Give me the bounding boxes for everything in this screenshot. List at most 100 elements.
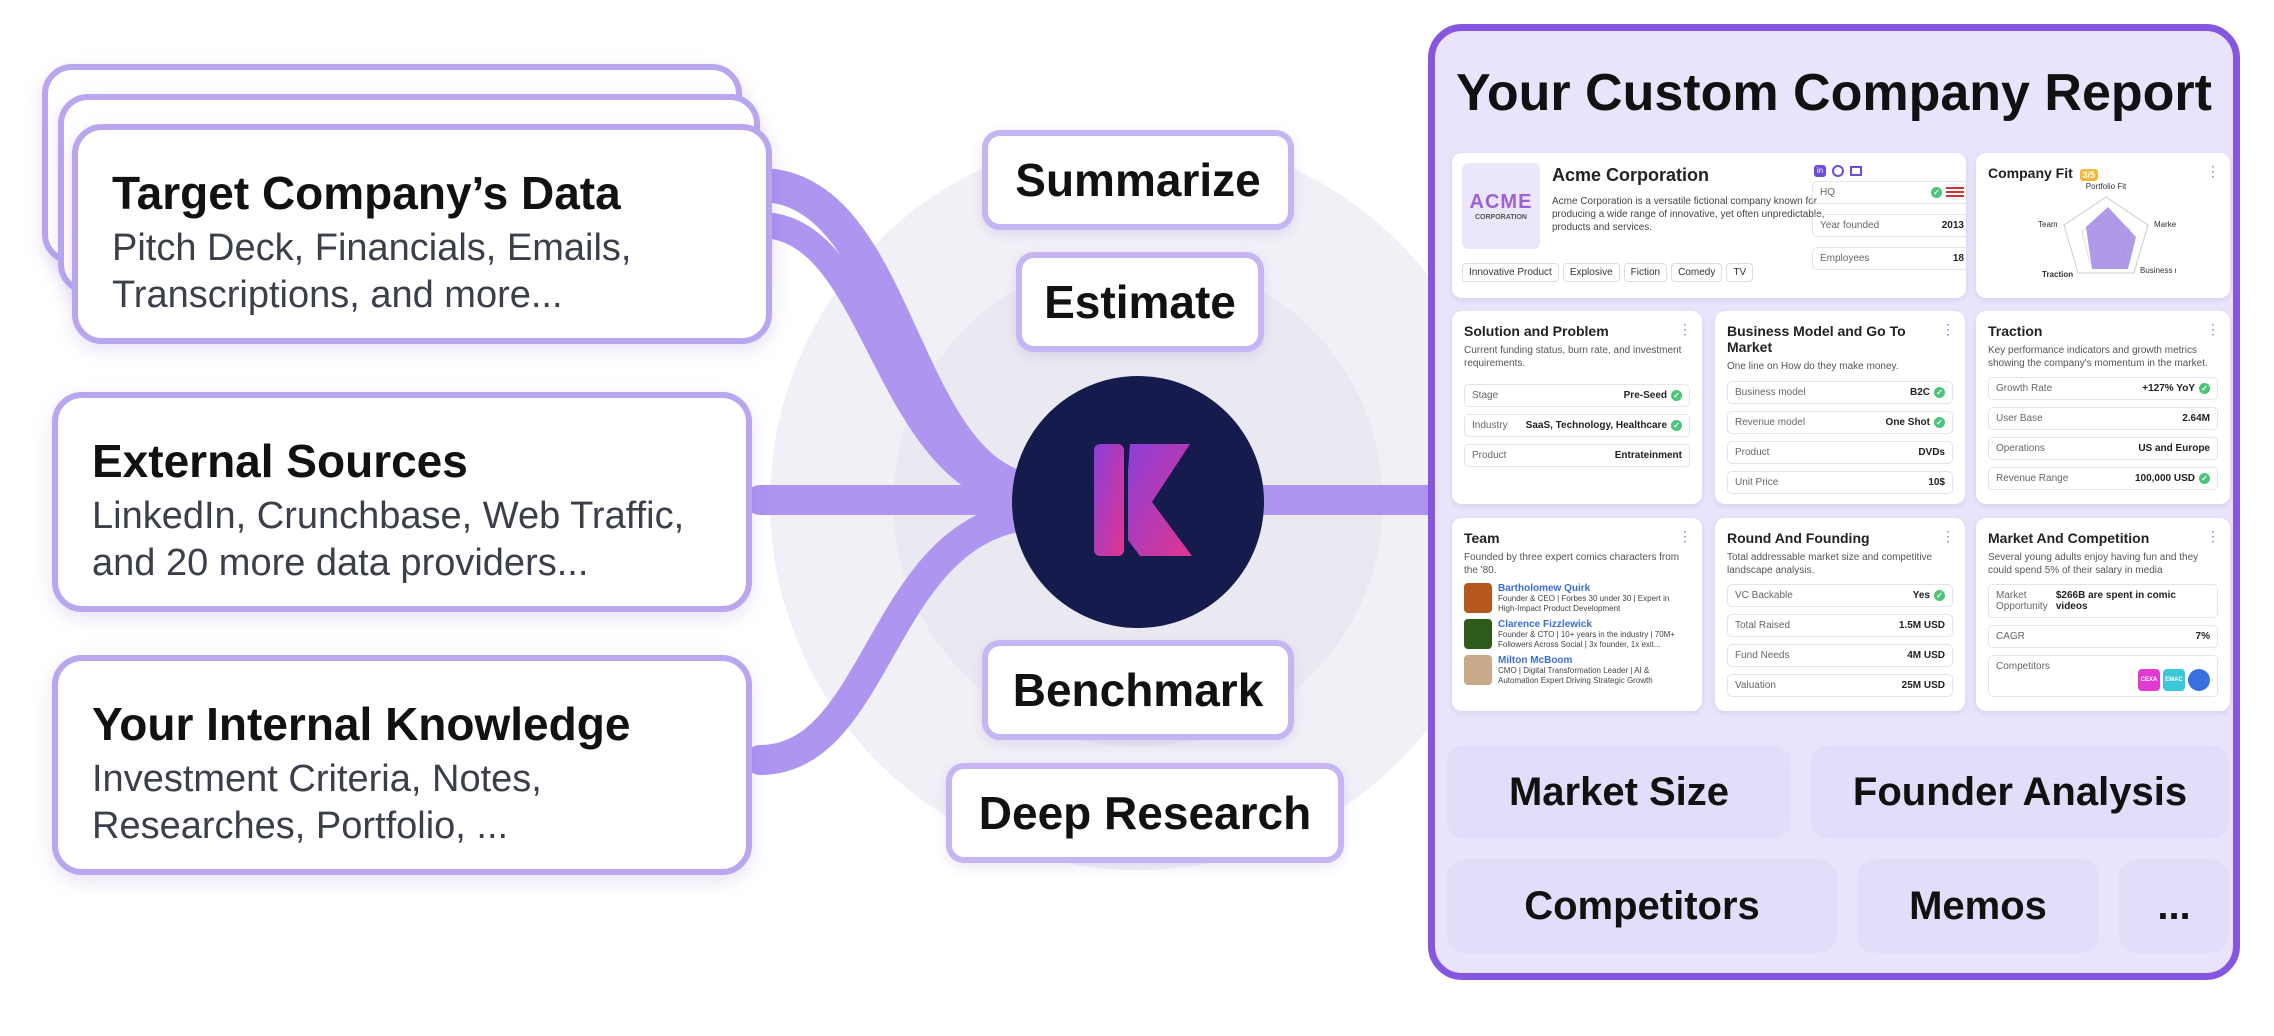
- tile-market-size[interactable]: Market Size: [1447, 745, 1791, 839]
- source-title: External Sources: [92, 435, 468, 487]
- svg-text:Business model: Business model: [2140, 266, 2176, 275]
- benchmark-pill: Benchmark: [982, 640, 1294, 740]
- flow-internal: [745, 500, 1045, 775]
- card-title: Traction: [1988, 323, 2043, 339]
- estimate-pill: Estimate: [1016, 252, 1264, 352]
- svg-text:Team: Team: [2038, 220, 2058, 229]
- svg-text:Portfolio Fit: Portfolio Fit: [2086, 182, 2127, 191]
- card-title: Round And Founding: [1727, 530, 1870, 546]
- tile-competitors[interactable]: Competitors: [1447, 859, 1837, 953]
- more-icon[interactable]: ⋮: [2206, 321, 2220, 337]
- card-description: Founded by three expert comics character…: [1464, 552, 1680, 576]
- deep-research-pill: Deep Research: [946, 763, 1344, 863]
- hub-logo-icon: [1094, 444, 1192, 556]
- card-description: One line on How do they make money.: [1727, 361, 1899, 372]
- tile-more[interactable]: ...: [2119, 859, 2229, 953]
- solution-card: Solution and Problem ⋮ Current funding s…: [1452, 311, 1702, 504]
- globe-icon[interactable]: [1832, 165, 1844, 177]
- round-card: Round And Founding ⋮ Total addressable m…: [1715, 518, 1965, 711]
- tag: Comedy: [1671, 263, 1723, 282]
- avatar: [1464, 655, 1492, 686]
- card-title: Team: [1464, 530, 1500, 546]
- source-title: Target Company’s Data: [112, 167, 621, 219]
- tag: TV: [1726, 263, 1754, 282]
- data-row: Growth Rate+127% YoY✓: [1988, 377, 2218, 400]
- more-icon[interactable]: ⋮: [2206, 163, 2220, 179]
- traction-card: Traction ⋮ Key performance indicators an…: [1976, 311, 2230, 504]
- avatar: [1464, 619, 1492, 650]
- card-description: Key performance indicators and growth me…: [1988, 345, 2208, 369]
- report-title: Your Custom Company Report: [1456, 64, 2212, 122]
- data-row: Competitors CEXA EMAC: [1988, 655, 2218, 697]
- competitor-badge: CEXA: [2138, 669, 2160, 691]
- source-title: Your Internal Knowledge: [92, 698, 631, 750]
- source-card-target: Target Company’s Data Pitch Deck, Financ…: [72, 124, 772, 344]
- flow-target-2: [747, 212, 1043, 513]
- svg-text:Market: Market: [2154, 220, 2176, 229]
- flow-target-1: [743, 168, 1047, 507]
- avatar: [1464, 583, 1492, 613]
- data-row: Market Opportunity$266B are spent in com…: [1988, 584, 2218, 618]
- card-title: Company Fit: [1988, 165, 2073, 181]
- mail-icon[interactable]: [1850, 166, 1862, 176]
- tag: Explosive: [1562, 263, 1620, 282]
- fit-score-badge: 3/5: [2079, 169, 2099, 181]
- company-description: Acme Corporation is a versatile fictiona…: [1552, 196, 1825, 233]
- tag: Innovative Product: [1462, 263, 1559, 282]
- competitor-badge: EMAC: [2163, 669, 2185, 691]
- hq-row: HQ✓: [1812, 181, 1972, 204]
- team-card: Team ⋮ Founded by three expert comics ch…: [1452, 518, 1702, 711]
- tag: Fiction: [1623, 263, 1668, 282]
- more-icon[interactable]: ⋮: [1941, 528, 1955, 544]
- report-panel: Your Custom Company Report ACME CORPORAT…: [1428, 24, 2240, 980]
- source-card-external: External Sources LinkedIn, Crunchbase, W…: [52, 392, 752, 612]
- tile-founder-analysis[interactable]: Founder Analysis: [1811, 745, 2229, 839]
- card-description: Current funding status, burn rate, and i…: [1464, 345, 1682, 369]
- source-desc: Pitch Deck, Financials, Emails,Transcrip…: [112, 226, 632, 317]
- card-title: Market And Competition: [1988, 530, 2150, 546]
- more-icon[interactable]: ⋮: [1941, 321, 1955, 337]
- more-icon[interactable]: ⋮: [1678, 321, 1692, 337]
- company-logo: ACME CORPORATION: [1462, 163, 1540, 249]
- linkedin-icon[interactable]: in: [1814, 165, 1826, 177]
- card-description: Several young adults enjoy having fun an…: [1988, 552, 2199, 576]
- fit-radar-chart: Portfolio Fit Market Business model Trac…: [2038, 182, 2176, 279]
- flow-lines: [743, 168, 1455, 775]
- company-fit-card: Company Fit 3/5 ⋮ Portfolio Fit Market B…: [1976, 153, 2230, 298]
- source-card-internal: Your Internal Knowledge Investment Crite…: [52, 655, 752, 875]
- more-icon[interactable]: ⋮: [1678, 528, 1692, 544]
- competitor-logo-icon: [2188, 669, 2210, 691]
- card-title: Solution and Problem: [1464, 323, 1609, 339]
- source-desc: Investment Criteria, Notes,Researches, P…: [92, 757, 542, 848]
- card-description: Total addressable market size and compet…: [1727, 552, 1933, 576]
- svg-text:Traction: Traction: [2042, 270, 2073, 279]
- card-title: Business Model and Go To Market: [1727, 323, 1906, 355]
- summarize-pill: Summarize: [982, 130, 1294, 230]
- more-icon[interactable]: ⋮: [2206, 528, 2220, 544]
- business-card: Business Model and Go To Market ⋮ One li…: [1715, 311, 1965, 504]
- social-icons: in: [1814, 165, 1862, 177]
- company-name: Acme Corporation: [1552, 165, 1710, 185]
- company-card: ACME CORPORATION Acme Corporation Acme C…: [1452, 153, 1972, 298]
- tile-memos[interactable]: Memos: [1857, 859, 2099, 953]
